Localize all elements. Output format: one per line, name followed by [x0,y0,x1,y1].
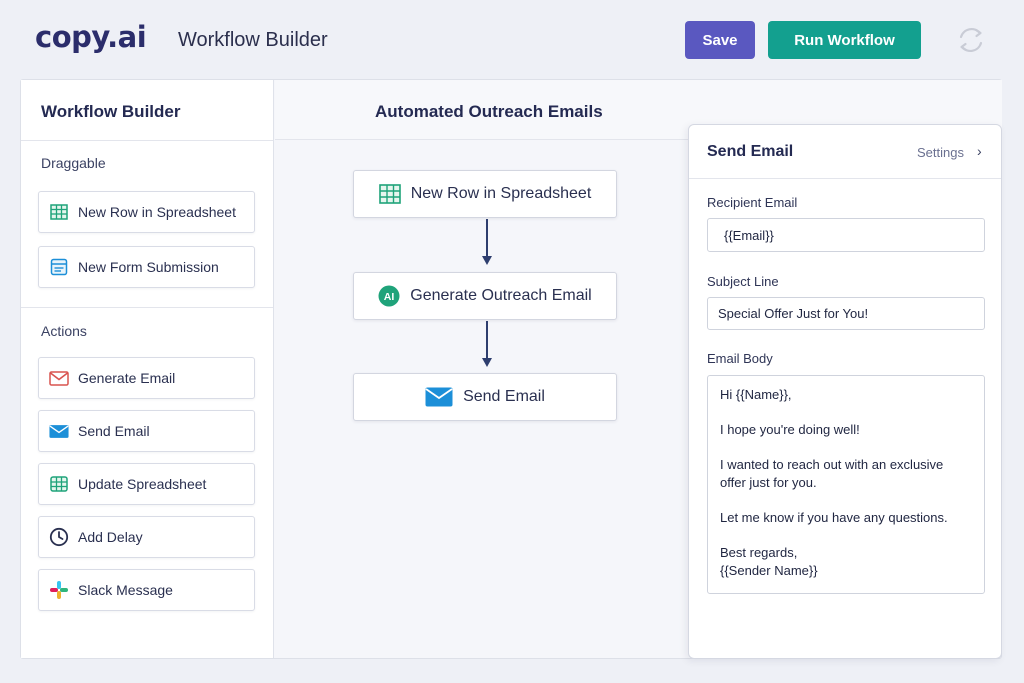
sidebar-item-generate-email[interactable]: Generate Email [38,357,255,399]
sidebar-item-slack-message[interactable]: Slack Message [38,569,255,611]
app-title: Workflow Builder [178,29,328,51]
sidebar-item-label: Slack Message [78,582,173,598]
spreadsheet-icon [378,184,401,204]
recipient-email-label: Recipient Email [707,195,798,210]
recipient-email-field[interactable] [707,218,985,252]
connector-arrow [482,321,492,367]
sidebar-item-label: Generate Email [78,370,176,386]
email-body-label: Email Body [707,351,773,366]
spreadsheet-update-icon [49,474,69,494]
connector-arrow [482,219,492,265]
panel-title: Send Email [707,143,794,160]
refresh-icon[interactable] [954,24,988,56]
draggable-section-label: Draggable [41,155,106,171]
actions-section-label: Actions [41,323,87,339]
node-label: Send Email [463,388,545,405]
ai-icon: AI [378,285,400,307]
ai-icon-text: AI [384,291,395,303]
envelope-icon [49,421,69,441]
sidebar-item-label: Add Delay [78,529,143,545]
node-label: Generate Outreach Email [410,287,592,304]
save-button[interactable]: Save [685,21,755,59]
run-workflow-button[interactable]: Run Workflow [768,21,921,59]
panel-divider [689,178,1001,179]
node-label: New Row in Spreadsheet [410,185,592,202]
clock-icon [49,527,69,547]
node-generate-outreach-email[interactable]: AI Generate Outreach Email [353,272,617,320]
slack-icon [49,580,69,600]
node-send-email[interactable]: Send Email [353,373,617,421]
sidebar-item-add-delay[interactable]: Add Delay [38,516,255,558]
sidebar-item-new-row[interactable]: New Row in Spreadsheet [38,191,255,233]
body-line: offer just for you. [720,475,817,490]
email-body-field[interactable]: Hi {{Name}}, I hope you're doing well! I… [707,375,985,594]
spreadsheet-icon [49,202,69,222]
sidebar-item-label: New Form Submission [78,259,219,275]
sidebar-item-label: Send Email [78,423,150,439]
chevron-right-icon[interactable]: › [977,143,982,159]
subject-line-label: Subject Line [707,274,779,289]
body-signature: {{Sender Name}} [720,563,818,578]
copyai-logo[interactable]: copy.ai [35,20,147,54]
body-line: I wanted to reach out with an exclusive [720,457,944,472]
subject-line-field[interactable] [707,297,985,330]
sidebar-item-update-spreadsheet[interactable]: Update Spreadsheet [38,463,255,505]
sidebar-title: Workflow Builder [41,102,181,121]
body-line: I hope you're doing well! [720,422,860,437]
sidebar-item-label: Update Spreadsheet [78,476,207,492]
form-icon [49,257,69,277]
sidebar-divider [21,140,273,141]
workflow-title: Automated Outreach Emails [375,102,603,121]
gmail-icon [49,368,69,388]
sidebar: Workflow Builder Draggable New Row in Sp… [21,80,274,658]
body-signoff: Best regards, [720,545,798,560]
sidebar-item-send-email[interactable]: Send Email [38,410,255,452]
sidebar-divider [21,307,273,308]
sidebar-item-label: New Row in Spreadsheet [78,204,236,220]
node-new-row[interactable]: New Row in Spreadsheet [353,170,617,218]
send-email-panel: Send Email Settings › Recipient Email Su… [688,124,1002,659]
top-bar: copy.ai Workflow Builder Save Run Workfl… [0,0,1024,80]
body-greeting: Hi {{Name}}, [720,387,792,402]
body-line: Let me know if you have any questions. [720,510,948,525]
sidebar-item-new-form[interactable]: New Form Submission [38,246,255,288]
settings-link[interactable]: Settings [917,145,964,160]
envelope-icon [425,387,453,407]
